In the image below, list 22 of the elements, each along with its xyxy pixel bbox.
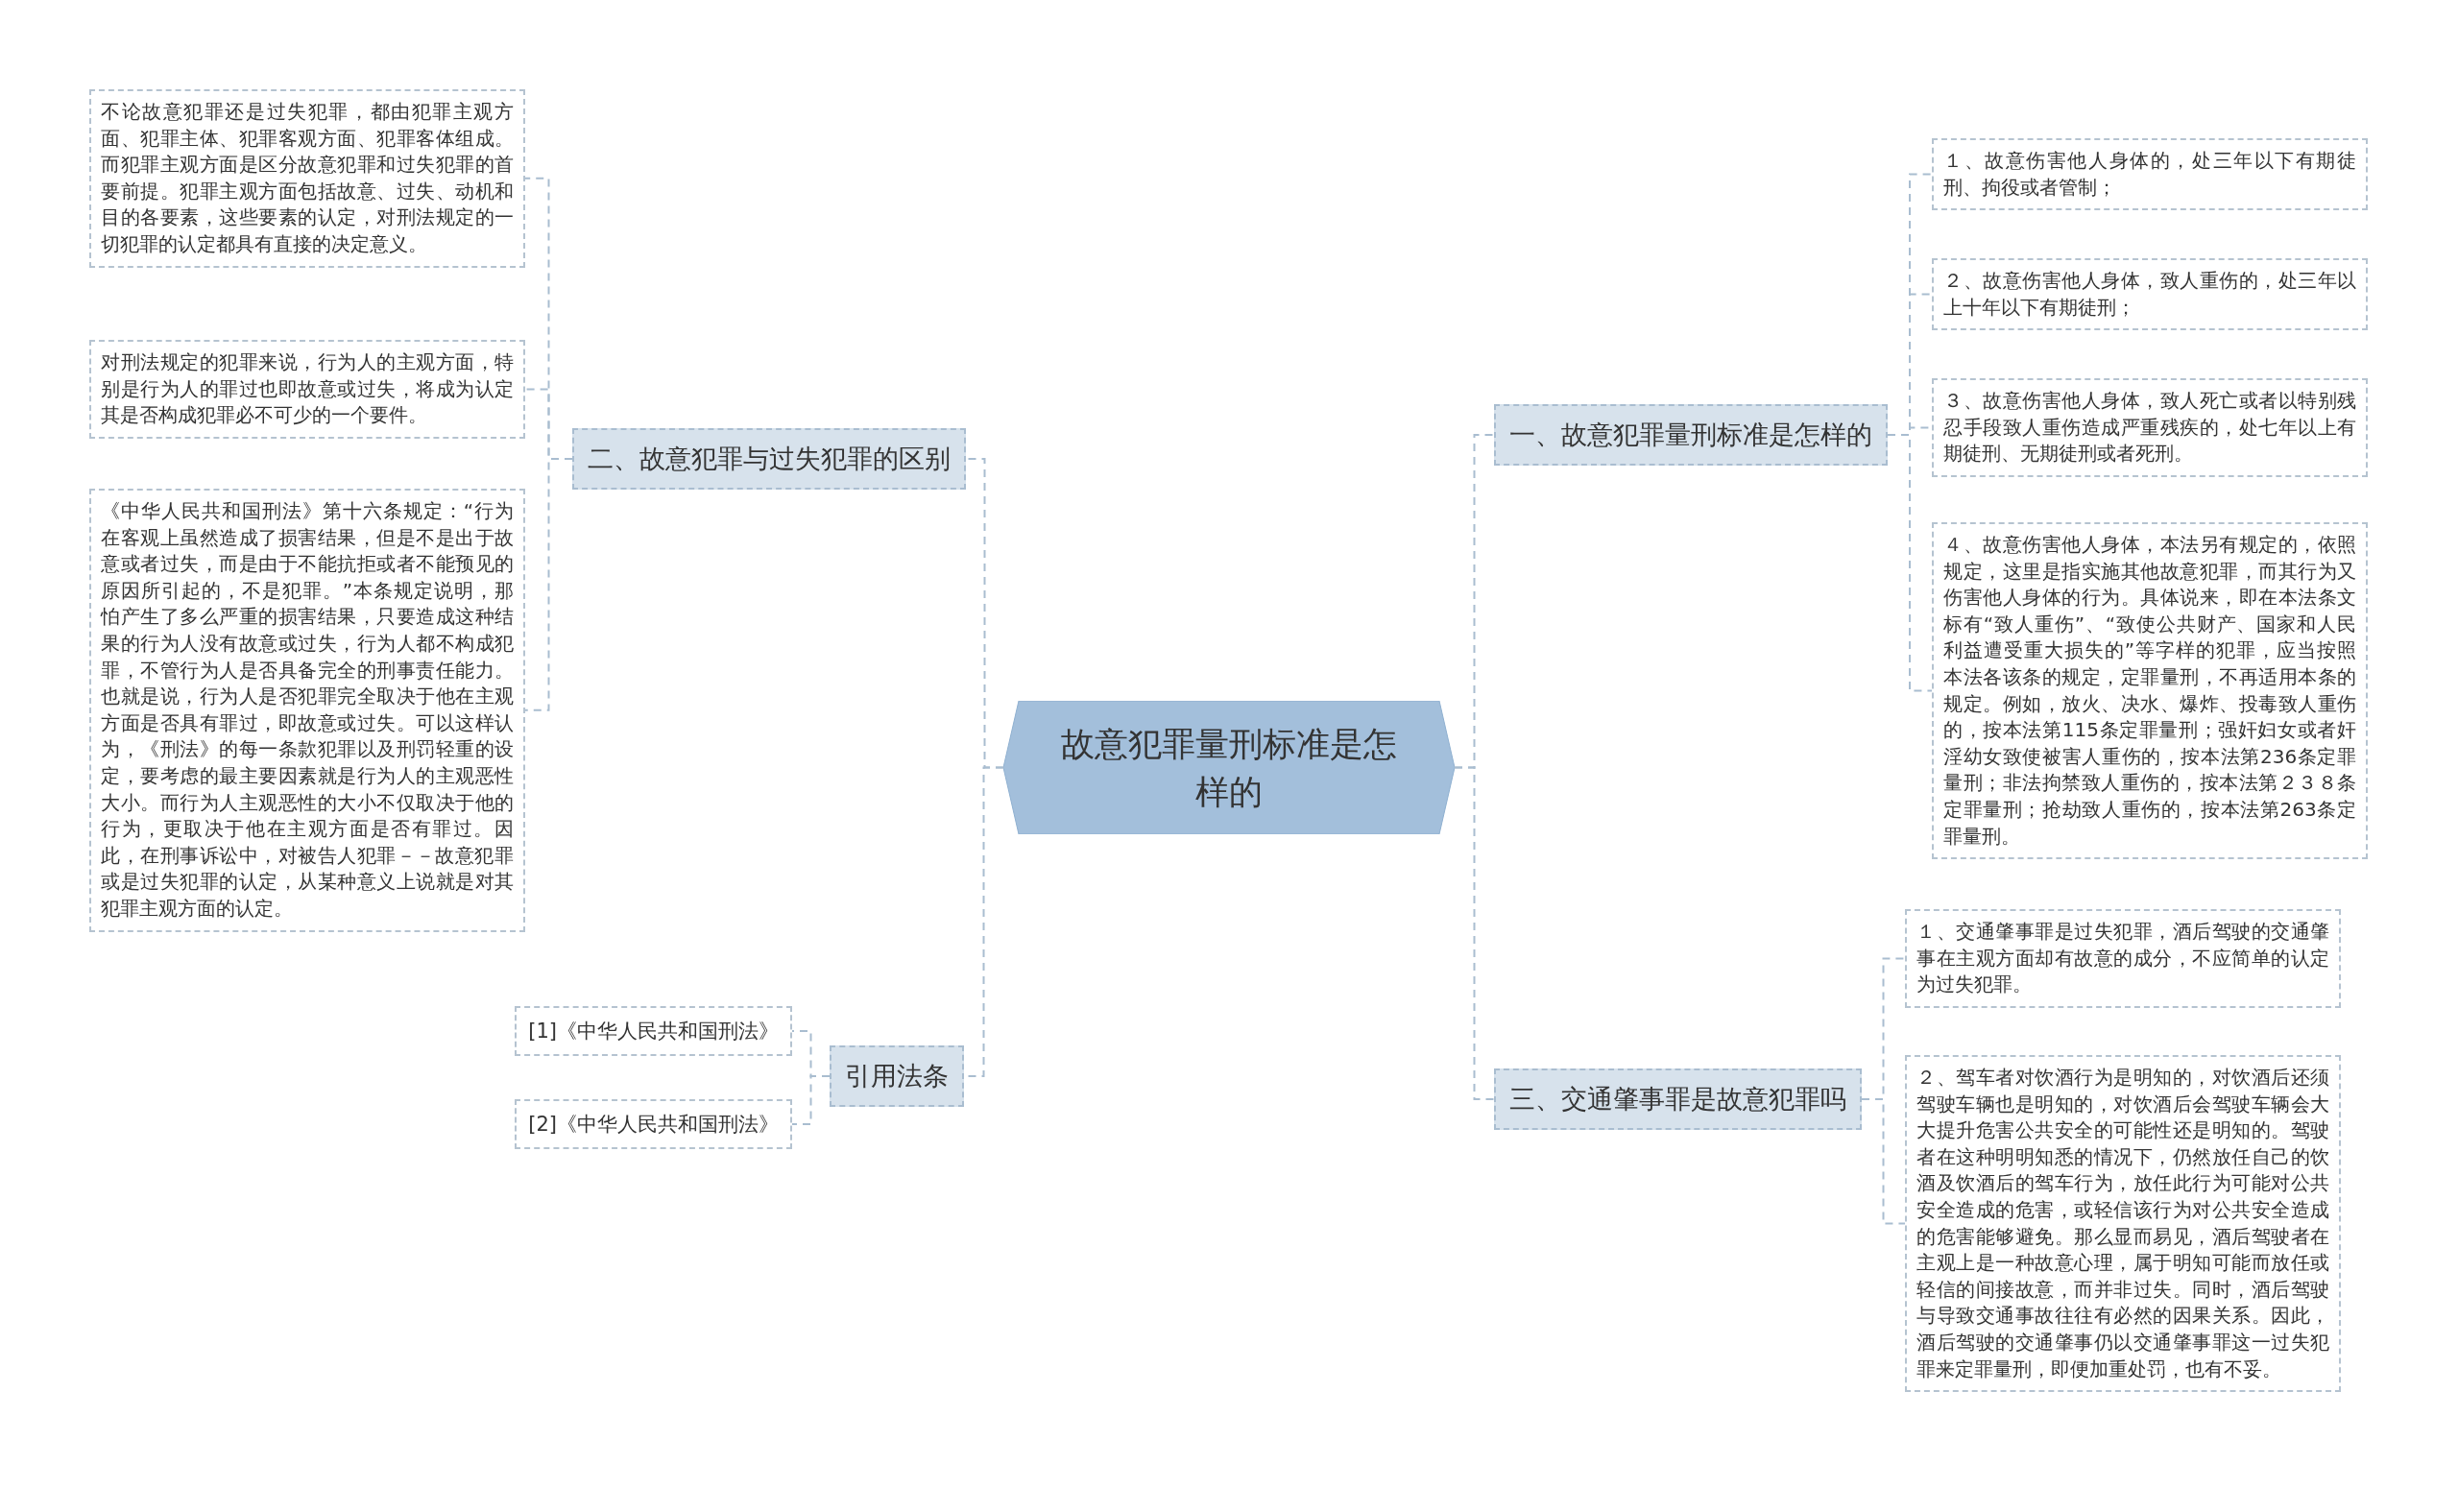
- note-box: ２、驾车者对饮酒行为是明知的，对饮酒后还须驾驶车辆也是明知的，对饮酒后会驾驶车辆会大大提升危害公共安全的可能性还是明知的。驾驶者在这种明明知悉的情况下，仍然放任自己的饮酒及饮酒后的驾车行为，放任此行为可能对公共安全造成的危害，或轻信该行为对公共安全造成的危害能够避免。那么显而易见，酒后驾驶者在主观上是一种故意心理，属于明知可能而放任或轻信的间接故意，而并非过失。同时，酒后驾驶与导致交通事故往往有必然的因果关系。因此，酒后驾驶的交通肇事仍以交通肇事罪这一过失犯罪来定罪量刑，即便加重处罚，也有不妥。: [1905, 1055, 2341, 1393]
- note-box: １、故意伤害他人身体的，处三年以下有期徒刑、拘役或者管制；: [1932, 138, 2368, 211]
- note-box: １、交通肇事罪是过失犯罪，酒后驾驶的交通肇事在主观方面却有故意的成分，不应简单的认定为过失犯罪。: [1905, 909, 2341, 1008]
- note-box: ３、故意伤害他人身体，致人死亡或者以特别残忍手段致人重伤造成严重残疾的，处七年以上有期徒刑、无期徒刑或者死刑。: [1932, 378, 2368, 477]
- citation-box: [2]《中华人民共和国刑法》: [515, 1099, 792, 1149]
- central-topic: [1003, 701, 1455, 834]
- citation-box: [1]《中华人民共和国刑法》: [515, 1006, 792, 1056]
- connector-line: [524, 458, 573, 711]
- note-box: 对刑法规定的犯罪来说，行为人的主观方面，特别是行为人的罪过也即故意或过失，将成为认定其是否构成犯罪必不可少的一个要件。: [89, 340, 525, 439]
- note-box: 《中华人民共和国刑法》第十六条规定：“行为在客观上虽然造成了损害结果，但是不是出于故意或者过失，而是由于不能抗拒或者不能预见的原因所引起的，不是犯罪。”本条规定说明，那怕产生了多么严重的损害结果，只要造成这种结果的行为人没有故意或过失，行为人都不构成犯罪，不管行为人是否具备完全的刑事责任能力。也就是说，行为人是否犯罪完全取决于他在主观方面是否具有罪过，即故意或过失。可以这样认为，《刑法》的每一条款犯罪以及刑罚轻重的设定，要考虑的最主要因素就是行为人的主观恶性大小。而行为人主观恶性的大小不仅取决于他的行为，更取决于他在主观方面是否有罪过。因此，在刑事诉讼中，对被告人犯罪－－故意犯罪或是过失犯罪的认定，从某种意义上说就是对其犯罪主观方面的认定。: [89, 489, 525, 932]
- connector-line: [791, 1075, 831, 1125]
- note-box: 不论故意犯罪还是过失犯罪，都由犯罪主观方面、犯罪主体、犯罪客观方面、犯罪客体组成。而犯罪主观方面是区分故意犯罪和过失犯罪的首要前提。犯罪主观方面包括故意、过失、动机和目的各要素，这些要素的认定，对刑法规定的一切犯罪的认定都具有直接的决定意义。: [89, 89, 525, 268]
- branch-topic: 引用法条: [830, 1045, 964, 1107]
- branch-topic: 三、交通肇事罪是故意犯罪吗: [1494, 1068, 1862, 1130]
- branch-topic: 二、故意犯罪与过失犯罪的区别: [572, 428, 966, 490]
- connector-line: [1861, 1098, 1906, 1225]
- connector-line: [1887, 434, 1933, 692]
- note-box: ４、故意伤害他人身体，本法另有规定的，依照规定，这里是指实施其他故意犯罪，而其行为又伤害他人身体的行为。具体说来，即在本法条文标有“致人重伤”、“致使公共财产、国家和人民利益遭受重大损失的”等字样的犯罪，应当按照本法各该条的规定，定罪量刑，不再适用本条的规定。例如，放火、决水、爆炸、投毒致人重伤的，按本法第115条定罪量刑；强奸妇女或者奸淫幼女致使被害人重伤的，按本法第236条定罪量刑；非法拘禁致人重伤的，按本法第２３８条定罪量刑；抢劫致人重伤的，按本法第263条定罪量刑。: [1932, 522, 2368, 860]
- topic-text: 故意犯罪量刑标准是怎样的: [1060, 723, 1398, 813]
- note-box: ２、故意伤害他人身体，致人重伤的，处三年以上十年以下有期徒刑；: [1932, 258, 2368, 331]
- branch-topic: 一、故意犯罪量刑标准是怎样的: [1494, 404, 1888, 466]
- connector-line: [1454, 766, 1495, 1100]
